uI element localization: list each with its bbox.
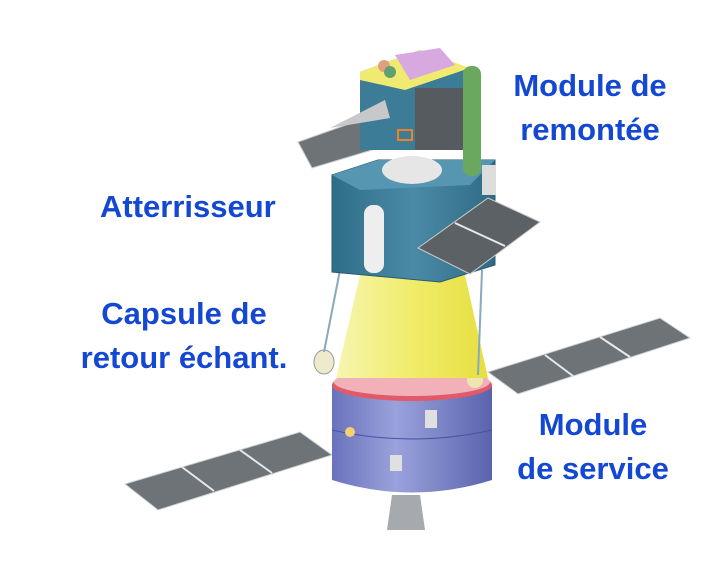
label-service-module: Module de service xyxy=(508,403,678,491)
support-strut-left xyxy=(323,269,341,353)
service-module xyxy=(331,368,493,493)
service-solar-panel-right xyxy=(486,317,692,395)
ascender-module xyxy=(330,48,481,184)
label-capsule-line2: retour échant. xyxy=(80,340,288,375)
label-service-line1: Module xyxy=(538,407,648,442)
support-strut-right xyxy=(477,269,483,376)
label-ascender-line1: Module de xyxy=(513,68,667,103)
return-capsule xyxy=(336,275,488,378)
label-capsule-line1: Capsule de xyxy=(101,296,267,331)
engine-nozzle xyxy=(387,495,425,530)
lander-solar-panel-right xyxy=(417,197,541,275)
lander-solar-panel-divider xyxy=(454,222,506,247)
label-service-line2: de service xyxy=(517,451,669,486)
label-ascender-line2: remontée xyxy=(520,112,660,147)
capsule-landing-pad xyxy=(313,349,335,375)
label-lander: Atterrisseur xyxy=(100,189,276,224)
service-solar-panel-left xyxy=(123,431,334,511)
label-ascender-module: Module de remontée xyxy=(500,64,680,152)
label-return-capsule: Capsule de retour échant. xyxy=(66,292,302,380)
